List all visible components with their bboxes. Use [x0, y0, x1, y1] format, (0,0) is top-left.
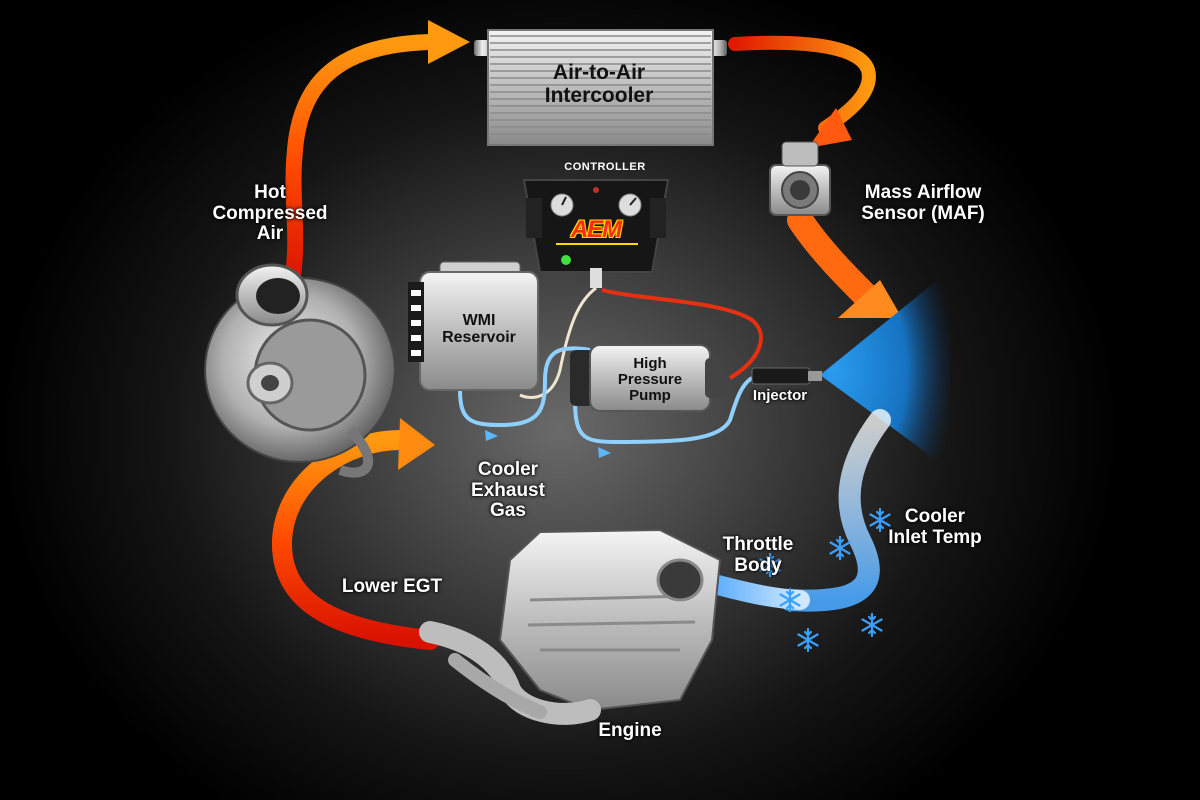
controller-brand-logo: AEM — [570, 216, 622, 243]
water-line-to-injector — [573, 376, 754, 445]
controller-brand-underline — [556, 243, 638, 245]
intercooler-label-line: Air-to-Air — [552, 61, 646, 84]
snowflake-icon — [861, 612, 883, 638]
hot-compressed-air-label: Hot Compressed Air — [206, 182, 334, 245]
engine-label: Engine — [598, 720, 662, 741]
hot-air-label-line: Air — [256, 223, 284, 245]
throttle-label-line: Throttle — [722, 534, 794, 555]
maf-label: Mass Airflow Sensor (MAF) — [848, 182, 998, 224]
cooler-exhaust-label-line: Exhaust — [471, 479, 545, 501]
intercooler-label: Air-to-Air Intercooler — [514, 61, 684, 107]
water-flow-arrow-1 — [485, 430, 498, 441]
lower-egt-label: Lower EGT — [341, 576, 443, 597]
intercooler-label-line: Intercooler — [544, 83, 654, 107]
intercooler-outlet-arrow — [728, 35, 876, 135]
snowflake-icon — [829, 535, 851, 561]
wmi-label-line: WMI — [462, 312, 496, 329]
hot-air-label-line: Compressed — [212, 202, 328, 224]
maf-label-line: Mass Airflow — [864, 182, 982, 203]
water-flow-arrow-2 — [598, 447, 611, 458]
hot-air-arrowhead — [428, 20, 470, 64]
throttle-label-line: Body — [734, 554, 782, 576]
cooler-exhaust-label-line: Gas — [490, 500, 526, 522]
intercooler-outlet-arrowhead — [808, 108, 852, 148]
reservoir-icon — [408, 261, 539, 391]
controller-title: CONTROLLER — [564, 161, 646, 173]
maf-outlet-arrowhead — [838, 280, 902, 318]
cooler-inlet-label-line: Inlet Temp — [888, 526, 982, 548]
snowflake-icon — [797, 627, 819, 653]
throttle-body-label: Throttle Body — [706, 534, 810, 576]
exhaust-flow-arrow — [271, 430, 440, 650]
cooler-inlet-label-line: Cooler — [904, 506, 966, 527]
turbocharger-icon — [204, 263, 396, 478]
intercooler-icon — [474, 29, 727, 146]
maf-sensor-icon — [769, 141, 831, 216]
wmi-label-line: Reservoir — [442, 329, 516, 347]
cooler-inlet-flow — [779, 409, 891, 612]
pump-label-line: Pressure — [617, 371, 683, 389]
injector-icon — [751, 367, 822, 385]
controller-icon — [522, 179, 670, 288]
maf-label-line: Sensor (MAF) — [861, 202, 985, 224]
wmi-reservoir-label: WMI Reservoir — [424, 312, 534, 347]
hot-air-label-line: Hot — [254, 182, 286, 203]
water-spray-cloud — [820, 270, 950, 470]
controller-wire — [601, 288, 763, 380]
pump-icon — [570, 344, 723, 412]
exhaust-arrowhead — [398, 418, 435, 470]
pump-label-line: Pump — [629, 387, 671, 405]
hot-air-flow-arrow — [284, 34, 438, 293]
cooler-inlet-temp-label: Cooler Inlet Temp — [874, 506, 996, 548]
pump-label-line: High — [633, 355, 667, 372]
water-line-to-pump — [458, 346, 591, 428]
controller-pump-wire — [519, 286, 597, 399]
maf-outlet-arrow — [787, 207, 883, 313]
pump-label: High Pressure Pump — [602, 355, 698, 405]
injector-label: Injector — [752, 387, 808, 404]
cooler-exhaust-gas-label: Cooler Exhaust Gas — [456, 459, 560, 522]
engine-icon — [419, 528, 722, 725]
cooler-exhaust-label-line: Cooler — [477, 459, 539, 480]
